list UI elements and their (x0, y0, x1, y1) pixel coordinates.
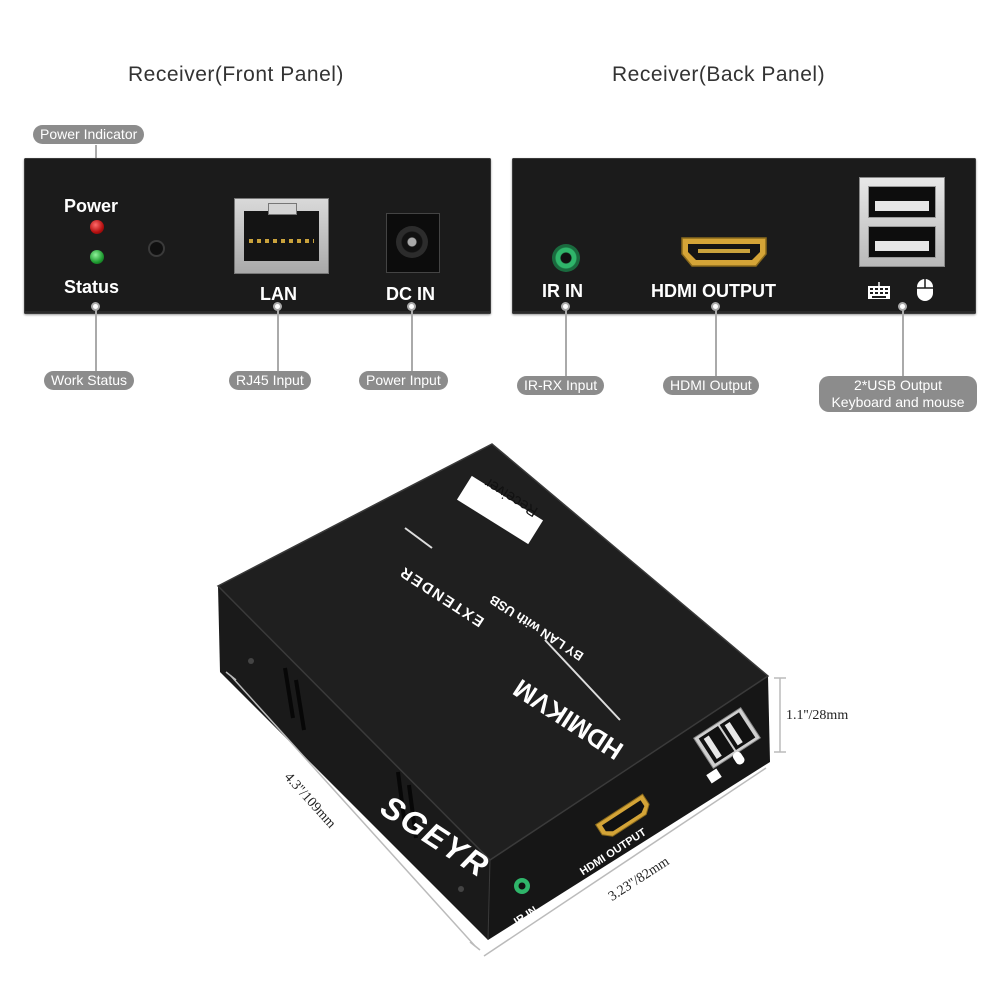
callout-line (902, 307, 904, 377)
mouse-icon (916, 278, 934, 302)
hdmi-output-label: HDMI OUTPUT (651, 281, 776, 301)
callout-line (95, 307, 97, 372)
receiver-badge (456, 475, 544, 545)
ir-jack-icon (552, 244, 580, 272)
callout-line (277, 307, 279, 372)
usb-ports-icon (859, 177, 945, 267)
ir-rx-callout: IR-RX Input (517, 376, 605, 395)
callout-dot (898, 302, 907, 311)
device-usb-ports-icon (693, 706, 761, 770)
status-led-icon (90, 250, 104, 264)
dc-jack-icon (386, 213, 440, 273)
callout-dot (561, 302, 570, 311)
power-led-icon (90, 220, 104, 234)
usb-output-callout: 2*USB Output Keyboard and mouse (819, 376, 977, 412)
device-top-face (218, 444, 768, 860)
height-dimension: 1.1''/28mm (786, 708, 849, 723)
screw-icon (458, 886, 464, 892)
vent-slots (283, 667, 418, 839)
power-input-callout: Power Input (359, 371, 448, 390)
power-indicator-callout: Power Indicator (33, 125, 145, 144)
work-status-callout: Work Status (44, 371, 134, 390)
usb-callout-line2: Keyboard and mouse (831, 394, 965, 410)
back-panel: IR IN HDMI OUTPUT (512, 158, 976, 314)
hdmi-output-callout: HDMI Output (663, 376, 759, 395)
front-panel: Power Status LAN DC IN (24, 158, 491, 314)
callout-dot (711, 302, 720, 311)
callout-dot (91, 302, 100, 311)
callout-dot (407, 302, 416, 311)
front-panel-title: Receiver(Front Panel) (128, 63, 344, 86)
lan-label: LAN (260, 284, 297, 304)
power-label: Power (64, 196, 119, 216)
keyboard-icon (867, 282, 891, 300)
screw-icon (248, 658, 254, 664)
device-keyboard-icon (706, 768, 722, 784)
status-label: Status (64, 277, 120, 297)
callout-dot (273, 302, 282, 311)
rj45-port-icon (234, 198, 329, 274)
callout-line (565, 307, 567, 377)
back-panel-title: Receiver(Back Panel) (612, 63, 826, 86)
hdmi-port-icon (680, 236, 768, 268)
ir-in-label: IR IN (542, 281, 584, 301)
dimension-lines (225, 671, 786, 957)
dc-in-label: DC IN (386, 284, 435, 304)
rj45-callout: RJ45 Input (229, 371, 311, 390)
device-mouse-icon (732, 751, 745, 765)
callout-line (715, 307, 717, 377)
callout-line (411, 307, 413, 372)
reset-button[interactable] (148, 240, 165, 257)
device-hdmi-port-icon (594, 793, 650, 837)
usb-callout-line1: 2*USB Output (854, 377, 942, 393)
